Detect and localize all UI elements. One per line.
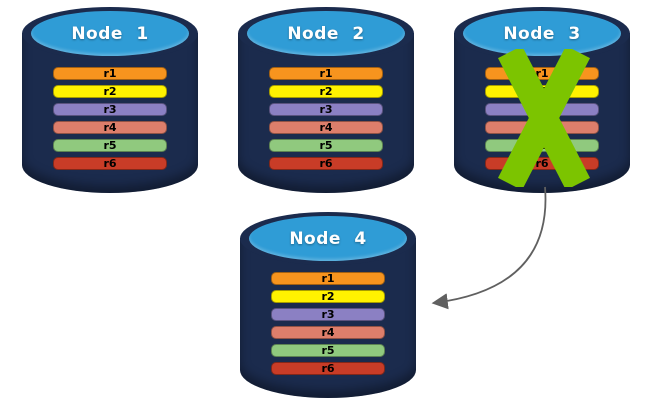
node-1-record-r5: r5 xyxy=(53,139,167,152)
node-4-record-r3: r3 xyxy=(271,308,385,321)
node-2-record-r5: r5 xyxy=(269,139,383,152)
node-4-records: r1 r2 r3 r4 r5 r6 xyxy=(271,272,385,375)
node-1-records: r1 r2 r3 r4 r5 r6 xyxy=(53,67,167,170)
node-2-record-r2: r2 xyxy=(269,85,383,98)
failure-x-icon xyxy=(497,49,591,187)
node-2-records: r1 r2 r3 r4 r5 r6 xyxy=(269,67,383,170)
node-2-title: Node 2 xyxy=(287,23,365,44)
node-2-record-r1: r1 xyxy=(269,67,383,80)
node-1-record-r1: r1 xyxy=(53,67,167,80)
node-2: Node 2 r1 r2 r3 r4 r5 r6 xyxy=(238,7,414,193)
node-2-record-r3: r3 xyxy=(269,103,383,116)
node-1-record-r3: r3 xyxy=(53,103,167,116)
node-2-cylinder-top: Node 2 xyxy=(247,11,405,56)
node-4-record-r6: r6 xyxy=(271,362,385,375)
node-1: Node 1 r1 r2 r3 r4 r5 r6 xyxy=(22,7,198,193)
node-1-record-r2: r2 xyxy=(53,85,167,98)
node-4-record-r2: r2 xyxy=(271,290,385,303)
node-2-record-r4: r4 xyxy=(269,121,383,134)
node-1-title: Node 1 xyxy=(71,23,149,44)
node-4-record-r4: r4 xyxy=(271,326,385,339)
node-3-title: Node 3 xyxy=(503,23,581,44)
node-1-cylinder-top: Node 1 xyxy=(31,11,189,56)
node-4-record-r1: r1 xyxy=(271,272,385,285)
node-1-record-r4: r4 xyxy=(53,121,167,134)
node-3: Node 3 r1 r2 r3 r4 r5 r6 xyxy=(454,7,630,193)
node-4-title: Node 4 xyxy=(289,228,367,249)
node-4-record-r5: r5 xyxy=(271,344,385,357)
node-3-cylinder-top: Node 3 xyxy=(463,11,621,56)
node-2-record-r6: r6 xyxy=(269,157,383,170)
node-4: Node 4 r1 r2 r3 r4 r5 r6 xyxy=(240,212,416,398)
node-1-record-r6: r6 xyxy=(53,157,167,170)
node-4-cylinder-top: Node 4 xyxy=(249,216,407,261)
